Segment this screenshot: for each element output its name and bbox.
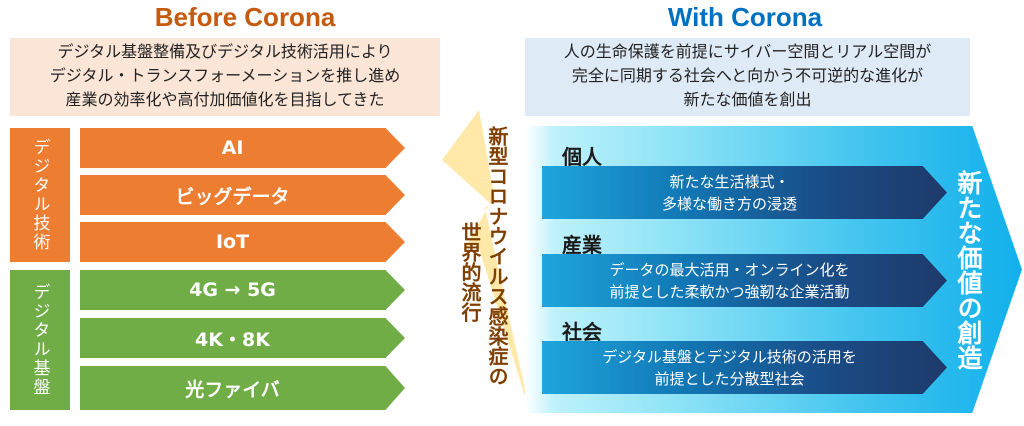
bar-text: 新たな生活様式・ [669, 172, 790, 191]
desc-line: デジタル基盤整備及びデジタル技術活用により [57, 42, 393, 61]
desc-line: 産業の効率化や高付加価値化を目指してきた [65, 90, 385, 109]
before-corona-description: デジタル基盤整備及びデジタル技術活用により デジタル・トランスフォーメーションを… [10, 38, 440, 116]
desc-line: デジタル・トランスフォーメーションを推し進め [49, 66, 401, 85]
desc-line: 人の生命保護を前提にサイバー空間とリアル空間が [563, 42, 932, 61]
category-individual: 個人 [562, 145, 602, 169]
item-4k8k: 4K・8K [80, 318, 405, 358]
industry-bar: データの最大活用・オンライン化を 前提とした柔軟かつ強靭な企業活動 [542, 254, 947, 307]
item-ai: AI [80, 128, 405, 168]
item-big-data: ビッグデータ [80, 175, 405, 215]
bar-text: デジタル基盤とデジタル技術の活用を [602, 347, 857, 366]
before-corona-title: Before Corona [154, 2, 336, 32]
lightning-bolt-icon [442, 110, 530, 412]
digital-infra-label: デジタル基盤 [10, 270, 70, 410]
digital-tech-label: デジタル技術 [10, 128, 70, 262]
desc-line: 新たな価値を創出 [683, 90, 812, 109]
new-value-creation: 新たな価値の創造 [954, 170, 983, 370]
bar-text: データの最大活用・オンライン化を [609, 260, 850, 279]
category-society: 社会 [562, 320, 602, 344]
desc-line: 完全に同期する社会へと向かう不可逆的な進化が [571, 66, 924, 85]
item-iot: IoT [80, 222, 405, 262]
item-5g: 4G → 5G [80, 270, 405, 310]
individual-bar: 新たな生活様式・ 多様な働き方の浸透 [542, 166, 947, 219]
item-fiber: 光ファイバ [80, 366, 405, 410]
with-corona-title: With Corona [667, 2, 823, 32]
society-bar: デジタル基盤とデジタル技術の活用を 前提とした分散型社会 [542, 341, 947, 394]
category-industry: 産業 [562, 233, 602, 257]
bar-text: 多様な働き方の浸透 [661, 194, 797, 213]
bar-text: 前提とした柔軟かつ強靭な企業活動 [609, 282, 850, 301]
bar-text: 前提とした分散型社会 [654, 369, 805, 388]
with-corona-description: 人の生命保護を前提にサイバー空間とリアル空間が 完全に同期する社会へと向かう不可… [525, 38, 970, 116]
pandemic-text-2: 世界的流行 [458, 222, 482, 322]
pandemic-text-1: 新型コロナウイルス感染症の [485, 126, 509, 386]
